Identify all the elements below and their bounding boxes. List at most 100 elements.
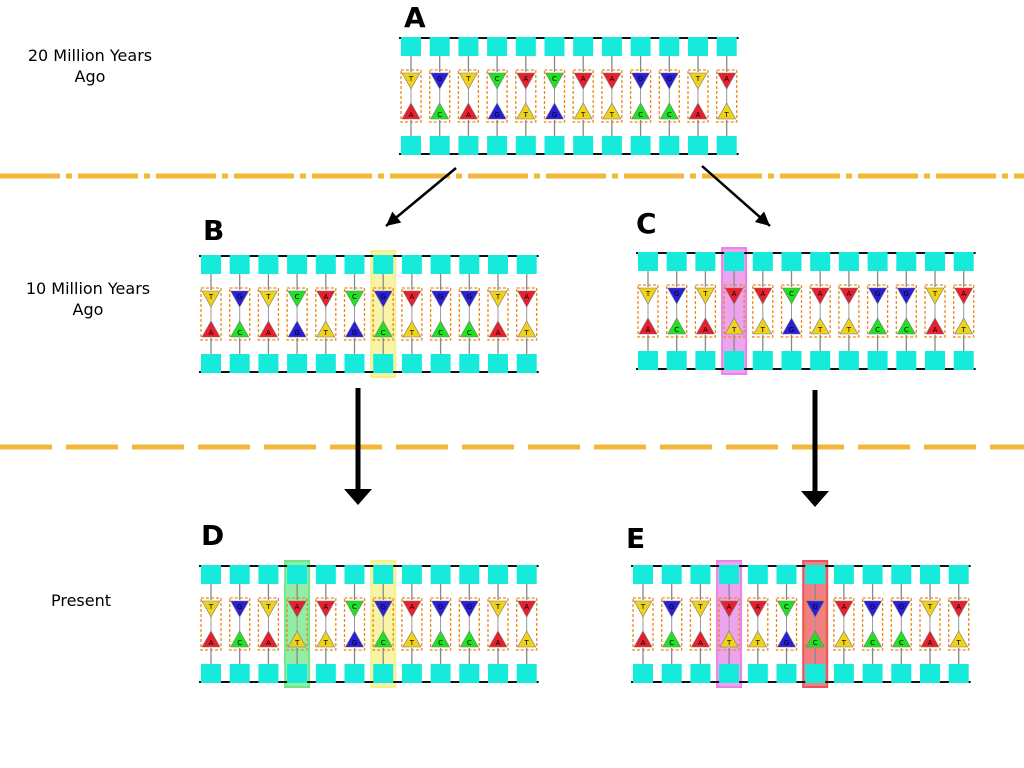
base-top-g bbox=[373, 600, 393, 618]
base-letter: C bbox=[674, 326, 679, 334]
sugar-square-top bbox=[833, 565, 854, 584]
base-bottom-c bbox=[662, 630, 682, 648]
base-letter: T bbox=[294, 639, 300, 647]
sugar-square-top bbox=[401, 255, 422, 274]
base-letter: C bbox=[352, 293, 357, 301]
sugar-square-bottom bbox=[891, 664, 912, 683]
base-top-a bbox=[753, 287, 773, 305]
sugar-square-bottom bbox=[896, 351, 917, 370]
sugar-square-bottom bbox=[867, 351, 888, 370]
base-letter: G bbox=[237, 293, 242, 301]
base-bottom-a bbox=[688, 102, 708, 120]
base-bottom-a bbox=[690, 630, 710, 648]
base-letter: T bbox=[645, 290, 651, 298]
sugar-square-top bbox=[805, 565, 826, 584]
sugar-square-top bbox=[633, 565, 653, 584]
base-letter: G bbox=[380, 293, 385, 301]
sugar-square-top bbox=[258, 255, 279, 274]
base-bottom-t bbox=[516, 102, 536, 120]
base-bottom-t bbox=[316, 630, 336, 648]
base-letter: G bbox=[438, 603, 443, 611]
base-top-g bbox=[659, 72, 679, 90]
base-letter: T bbox=[208, 293, 214, 301]
base-bottom-g bbox=[487, 102, 507, 120]
base-top-g bbox=[230, 290, 250, 308]
base-letter: C bbox=[667, 111, 672, 119]
base-bottom-c bbox=[659, 102, 679, 120]
base-bottom-t bbox=[402, 320, 422, 338]
base-letter: G bbox=[237, 603, 242, 611]
base-bottom-a bbox=[201, 320, 221, 338]
sugar-square-top bbox=[344, 565, 365, 584]
base-bottom-c bbox=[230, 320, 250, 338]
base-bottom-c bbox=[373, 630, 393, 648]
sugar-square-top bbox=[315, 255, 336, 274]
base-letter: C bbox=[552, 75, 557, 83]
base-letter: A bbox=[266, 639, 271, 647]
base-letter: T bbox=[495, 293, 501, 301]
base-letter: C bbox=[438, 639, 443, 647]
base-top-t bbox=[695, 287, 715, 305]
sugar-square-bottom bbox=[430, 664, 451, 683]
sugar-square-bottom bbox=[315, 664, 336, 683]
base-bottom-c bbox=[863, 630, 883, 648]
base-letter: A bbox=[818, 290, 823, 298]
base-top-g bbox=[631, 72, 651, 90]
base-letter: A bbox=[524, 603, 529, 611]
base-bottom-c bbox=[896, 317, 916, 335]
panel-label-e: E bbox=[626, 522, 646, 555]
base-bottom-c bbox=[805, 630, 825, 648]
sugar-square-top bbox=[781, 252, 802, 271]
base-letter: G bbox=[899, 603, 904, 611]
sugar-square-top bbox=[601, 37, 622, 56]
base-letter: A bbox=[209, 639, 214, 647]
base-top-c bbox=[781, 287, 802, 305]
base-letter: T bbox=[495, 603, 501, 611]
base-bottom-a bbox=[201, 630, 221, 648]
base-top-t bbox=[458, 72, 478, 90]
sugar-square-top bbox=[315, 565, 336, 584]
base-letter: T bbox=[409, 329, 415, 337]
sugar-square-bottom bbox=[920, 664, 940, 683]
base-letter: A bbox=[524, 293, 529, 301]
base-letter: T bbox=[932, 290, 938, 298]
sugar-square-top bbox=[544, 37, 565, 56]
sugar-square-bottom bbox=[516, 354, 537, 373]
base-letter: A bbox=[641, 639, 646, 647]
base-top-g bbox=[868, 287, 888, 305]
sugar-square-top bbox=[752, 252, 773, 271]
base-letter: A bbox=[928, 639, 933, 647]
base-top-g bbox=[863, 600, 883, 618]
base-top-a bbox=[810, 287, 830, 305]
base-top-t bbox=[488, 290, 508, 308]
base-letter: G bbox=[784, 639, 789, 647]
base-top-g bbox=[431, 600, 451, 618]
sugar-square-top bbox=[690, 565, 711, 584]
base-letter: G bbox=[870, 603, 875, 611]
sugar-square-bottom bbox=[573, 136, 594, 155]
sugar-square-top bbox=[719, 565, 740, 584]
sugar-square-bottom bbox=[258, 664, 279, 683]
base-top-a bbox=[316, 600, 336, 618]
base-letter: A bbox=[323, 293, 328, 301]
sugar-square-bottom bbox=[862, 664, 883, 683]
base-letter: T bbox=[846, 326, 852, 334]
time-label-line: 20 Million Years bbox=[27, 46, 153, 65]
time-label-20-million-years-ago: 20 Million Years Ago bbox=[10, 45, 170, 87]
sugar-square-top bbox=[287, 255, 308, 274]
sugar-square-top bbox=[862, 565, 883, 584]
base-letter: C bbox=[381, 329, 386, 337]
sugar-square-bottom bbox=[630, 136, 651, 155]
base-top-g bbox=[459, 600, 479, 618]
base-letter: T bbox=[961, 326, 967, 334]
base-top-a bbox=[717, 72, 737, 90]
base-bottom-a bbox=[401, 102, 421, 120]
sugar-square-top bbox=[429, 37, 450, 56]
sugar-square-bottom bbox=[373, 664, 394, 683]
sugar-square-top bbox=[666, 252, 687, 271]
base-letter: T bbox=[265, 293, 271, 301]
base-letter: A bbox=[410, 603, 415, 611]
sugar-square-top bbox=[373, 255, 394, 274]
base-bottom-a bbox=[920, 630, 940, 648]
base-bottom-t bbox=[834, 630, 854, 648]
